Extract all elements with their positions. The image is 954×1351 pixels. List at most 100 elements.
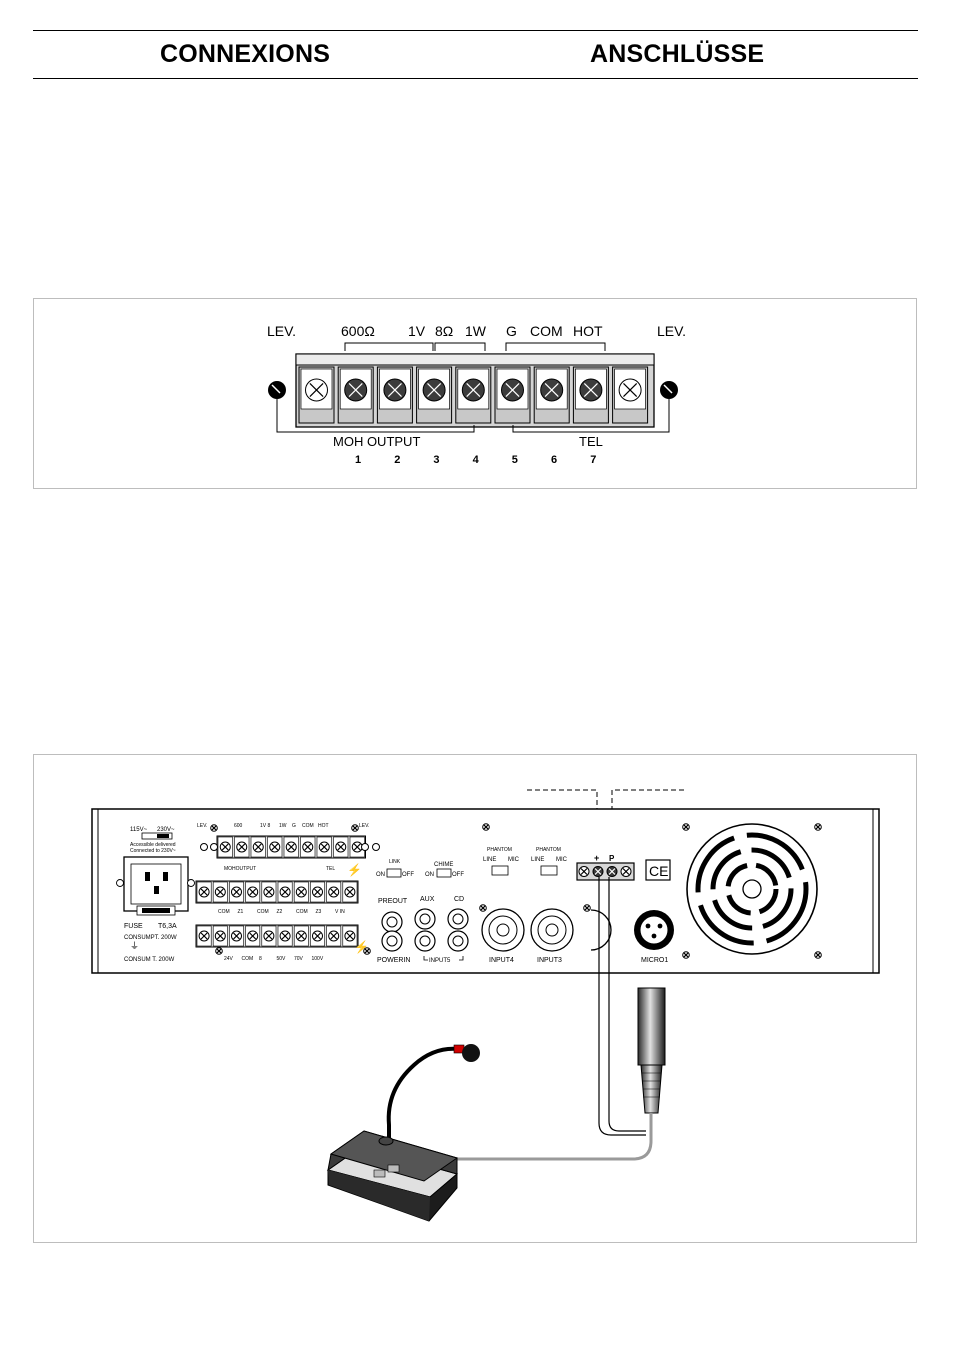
line-label-3: LINE (531, 857, 544, 863)
fuse-holder[interactable] (142, 908, 170, 913)
screw-icon (312, 930, 323, 942)
moh-tel-terminal-row (200, 835, 380, 859)
label-600-ohm: 600Ω (341, 323, 375, 339)
phantom-switch-3[interactable] (540, 865, 558, 876)
label-com: COM (530, 323, 563, 339)
screw-icon (579, 378, 603, 402)
p-label: P (609, 854, 615, 863)
combo-jack-input3[interactable] (530, 908, 574, 952)
label-g: G (506, 323, 517, 339)
mini-lev-left: LEV. (197, 823, 207, 829)
screw-icon (479, 904, 487, 912)
chime-off-label: OFF (452, 872, 464, 878)
mini-label-g: G (292, 823, 296, 829)
screw-icon (247, 886, 259, 898)
screw-icon (540, 378, 564, 402)
lev-knob-right (660, 381, 678, 399)
xlr-micro1-jack[interactable] (634, 910, 674, 950)
delivered-label-2: Connected to 230V~ (130, 848, 176, 854)
rca-jack[interactable] (381, 930, 403, 952)
phantom-switch-4[interactable] (491, 865, 509, 876)
screw-icon (583, 904, 591, 912)
screw-icon (814, 951, 822, 959)
consumption-label-1: CONSUMPT. 200W (124, 935, 177, 941)
top-rule (33, 30, 918, 31)
mini-moh-output: MOHOUTPUT (224, 866, 256, 872)
rca-jack[interactable] (414, 908, 436, 930)
screw-icon (247, 930, 259, 942)
screw-icon (210, 824, 218, 832)
header-bottom-rule (33, 78, 918, 79)
rca-jack[interactable] (447, 930, 469, 952)
rca-jack[interactable] (414, 930, 436, 952)
zone-terminal-label: COM (257, 909, 269, 915)
screw-icon (231, 886, 242, 898)
link-switch[interactable] (386, 868, 402, 878)
line-label-4: LINE (483, 857, 496, 863)
screw-icon (682, 951, 690, 959)
link-off-label: OFF (402, 872, 414, 878)
terminal-number: 5 (512, 454, 518, 466)
ground-icon: ⏚ (130, 941, 139, 951)
terminal-number: 7 (590, 454, 596, 466)
desk-microphone-station (326, 1044, 480, 1222)
talk-button[interactable] (373, 1164, 400, 1178)
input3-label: INPUT3 (537, 957, 562, 964)
remote-terminal: + P (576, 853, 635, 881)
screw-icon (285, 841, 297, 853)
chime-label: CHIME (434, 862, 453, 868)
consumption-label-2: CONSUM T. 200W (124, 957, 175, 963)
mini-tel: TEL (326, 866, 335, 872)
zone-terminal-label: Z2 (277, 909, 283, 915)
screw-icon (461, 378, 485, 402)
screw-icon (351, 824, 359, 832)
screw-icon (214, 886, 226, 898)
warning-bolt-icon: ⚡ (347, 863, 362, 877)
combo-jack-input4[interactable] (481, 908, 525, 952)
label-1w: 1W (465, 323, 487, 339)
lev-left-label: LEV. (267, 323, 296, 339)
rca-section: PREOUT AUX CD POWERIN INPUT5 (377, 896, 469, 964)
screw-icon (351, 841, 363, 853)
input4-label: INPUT4 (489, 957, 514, 964)
mini-label-1w: 1W (279, 823, 287, 829)
xlr-plug (637, 987, 666, 1114)
screw-icon (383, 378, 407, 402)
screw-icon (279, 886, 291, 898)
link-on-label: ON (376, 872, 385, 878)
screw-icon (312, 886, 323, 898)
screw-icon (263, 930, 275, 942)
rear-panel-box: 115V~ 230V~ Accessible delivered Connect… (33, 754, 917, 1243)
zone-terminal-label: Z3 (316, 909, 322, 915)
tel-label: TEL (579, 434, 603, 449)
delivered-label-1: Accessible delivered (130, 842, 176, 848)
screw-icon (269, 841, 281, 853)
screw-icon (305, 378, 328, 402)
moh-output-label: MOH OUTPUT (333, 434, 420, 449)
power-terminal-label: COM (242, 956, 254, 962)
power-terminal-row (195, 924, 359, 948)
screw-icon (592, 866, 604, 877)
ce-mark: CE (645, 859, 671, 881)
link-label: LINK (389, 859, 401, 865)
power-terminal-label: 50V (277, 956, 287, 962)
screw-icon (295, 886, 307, 898)
fuse-label: FUSE (124, 923, 143, 930)
screw-icon (344, 930, 356, 942)
mic-label-3: MIC (556, 857, 568, 863)
fuse-rating-label: T6,3A (158, 923, 177, 930)
screw-icon (422, 378, 446, 402)
preout-label: PREOUT (378, 898, 408, 905)
rca-jack[interactable] (447, 908, 469, 930)
screw-icon (318, 841, 330, 853)
plus-label: + (594, 853, 599, 863)
screw-icon (814, 823, 822, 831)
screw-icon (328, 886, 340, 898)
rca-jack[interactable] (381, 911, 403, 933)
terminal-number: 6 (551, 454, 557, 466)
terminal-number: 4 (473, 454, 480, 466)
chime-switch[interactable] (436, 868, 452, 878)
